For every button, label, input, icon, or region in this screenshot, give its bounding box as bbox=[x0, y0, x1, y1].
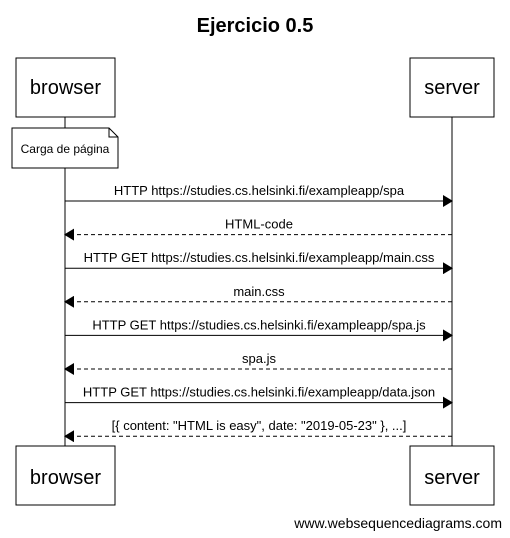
actor-server-bottom: server bbox=[409, 445, 495, 506]
message-label-3: HTTP GET https://studies.cs.helsinki.fi/… bbox=[84, 250, 435, 265]
message-label-4: main.css bbox=[233, 284, 285, 299]
diagram-title: Ejercicio 0.5 bbox=[197, 15, 314, 37]
actor-browser-top-label: browser bbox=[30, 77, 101, 99]
message-label-2: HTML-code bbox=[225, 217, 293, 232]
note-carga-de-pagina: Carga de página bbox=[11, 127, 119, 169]
message-label-5: HTTP GET https://studies.cs.helsinki.fi/… bbox=[92, 317, 426, 332]
credit-text: www.websequencediagrams.com bbox=[293, 515, 502, 531]
actor-server-bottom-label: server bbox=[424, 467, 480, 489]
actor-server-top-label: server bbox=[424, 77, 480, 99]
actor-browser-top: browser bbox=[15, 57, 116, 118]
message-label-1: HTTP https://studies.cs.helsinki.fi/exam… bbox=[114, 183, 405, 198]
actor-browser-bottom-label: browser bbox=[30, 467, 101, 489]
actor-server-top: server bbox=[409, 57, 495, 118]
message-label-6: spa.js bbox=[242, 351, 276, 366]
message-label-8: [{ content: "HTML is easy", date: "2019-… bbox=[112, 418, 407, 433]
note-label: Carga de página bbox=[21, 142, 110, 156]
messages: HTTP https://studies.cs.helsinki.fi/exam… bbox=[64, 183, 453, 443]
message-label-7: HTTP GET https://studies.cs.helsinki.fi/… bbox=[83, 385, 435, 400]
actor-browser-bottom: browser bbox=[15, 445, 116, 506]
